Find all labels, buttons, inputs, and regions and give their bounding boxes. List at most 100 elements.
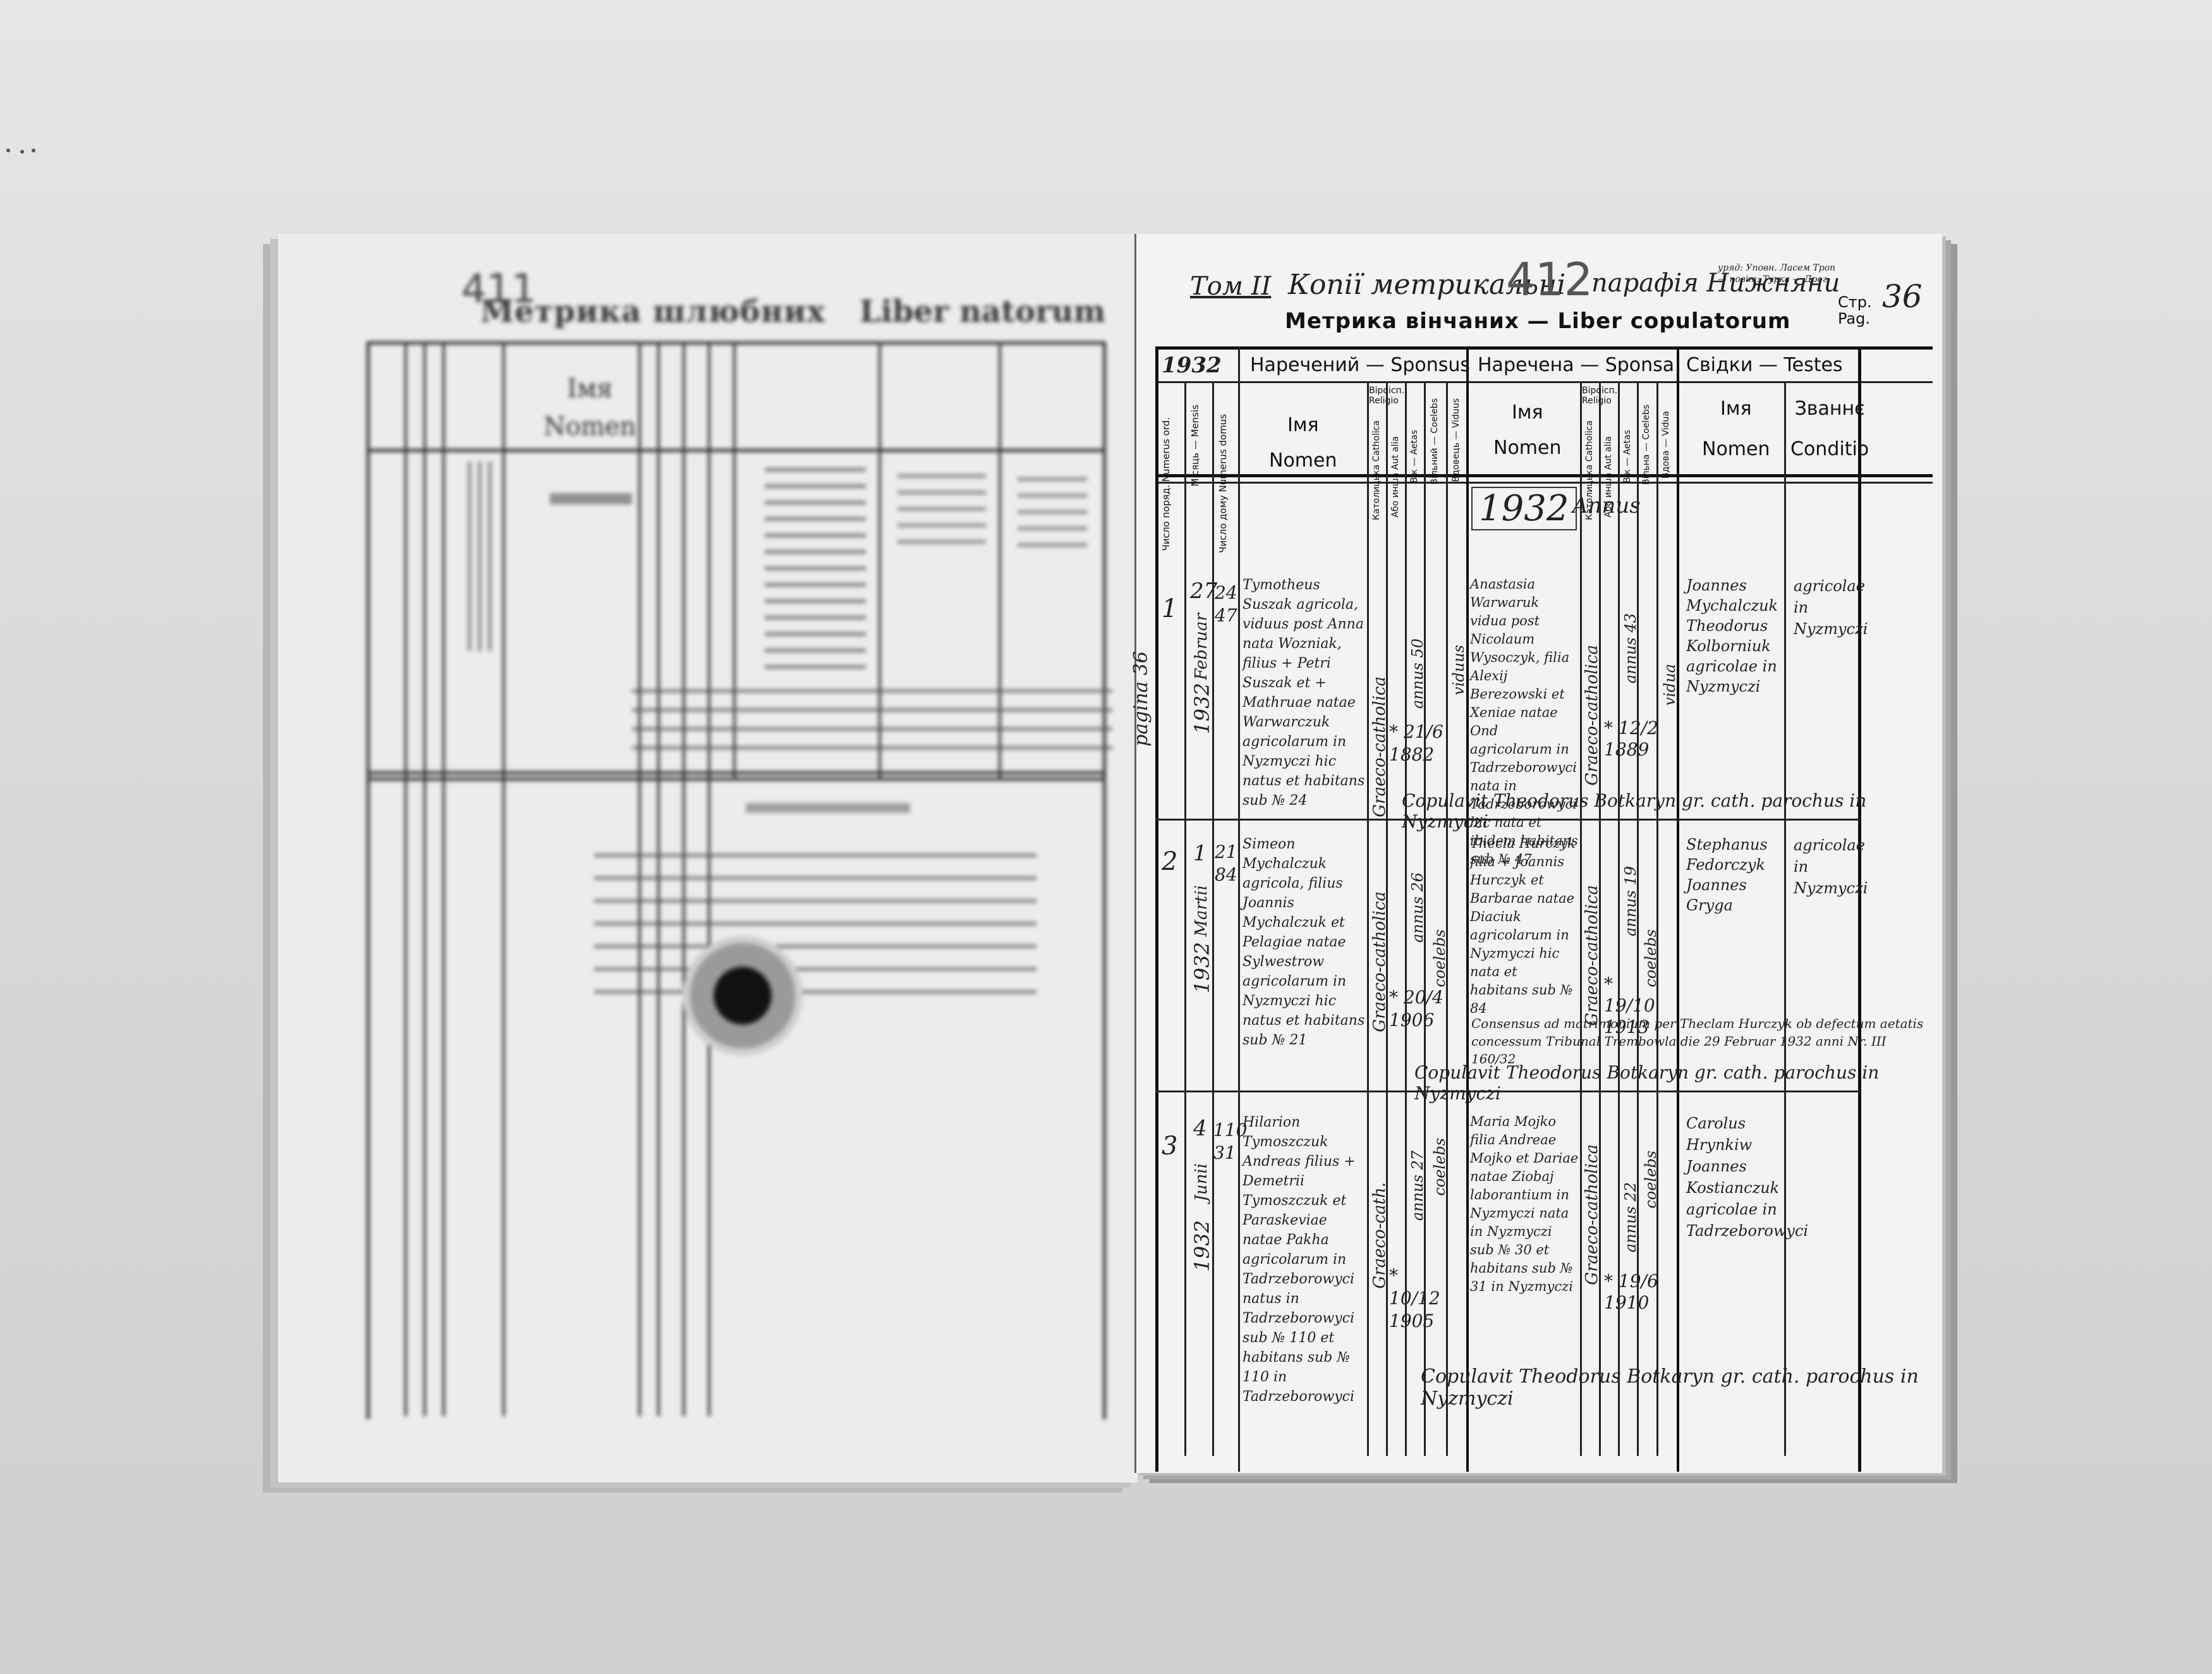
groom-status: coelebs	[1431, 929, 1449, 987]
bride-birthdate: * 19/10 1913	[1604, 974, 1655, 1037]
col-line	[1238, 346, 1240, 1472]
col-header-house: Число дому Numerus domus	[1217, 414, 1229, 553]
col-line	[1656, 381, 1658, 1456]
entry-month: Martii	[1192, 885, 1211, 937]
header-bottom-rule	[1155, 474, 1933, 477]
left-col-line	[878, 341, 881, 778]
col-line	[1446, 381, 1448, 1456]
witnesses-header: Свідки — Testes	[1686, 354, 1843, 376]
col-line-bride-witness	[1677, 346, 1679, 1472]
left-illegible-writing	[468, 461, 493, 651]
copy-note: Копії метрикальні	[1288, 269, 1566, 301]
entry-day: 1	[1193, 841, 1207, 866]
groom-status: viduus	[1450, 645, 1468, 695]
margin-note: pagina 36	[1130, 651, 1152, 747]
col-line-left	[1155, 346, 1158, 1472]
left-col-line	[733, 341, 736, 778]
bride-age: annus 22	[1622, 1182, 1639, 1253]
groom-birthdate: * 20/4 1906	[1389, 987, 1443, 1030]
groom-status: coelebs	[1431, 1138, 1449, 1196]
col-line	[1367, 381, 1369, 1456]
seal-stamp	[683, 936, 803, 1056]
pag-label: Pag.	[1838, 310, 1870, 327]
right-page: Том II Копії метрикальні 412 парафія Ниж…	[1130, 234, 1942, 1473]
left-illegible-writing	[550, 493, 632, 504]
groom-age: annus 27	[1409, 1151, 1426, 1221]
col-line	[1580, 381, 1582, 1456]
groom-religion: Graeco-catholica	[1370, 891, 1389, 1032]
left-col-line	[999, 341, 1001, 778]
entry-separator	[1155, 819, 1860, 821]
bride-description: Maria Mojko filia Andreae Mojko et Daria…	[1470, 1114, 1579, 1294]
bride-religion: Graeco-catholica	[1583, 885, 1601, 1026]
groom-widower-header: Вдовець — Viduus	[1451, 398, 1461, 482]
left-col-line	[442, 341, 445, 1416]
left-col-line	[502, 341, 505, 1416]
scanner-marks	[6, 149, 63, 156]
left-illegible-writing	[594, 853, 1036, 1005]
bride-description: Thecla Hurczyk filia + Joannis Hurczyk e…	[1470, 836, 1576, 1016]
entry-month: Junii	[1192, 1163, 1211, 1202]
left-col-line	[423, 341, 426, 1416]
witness-condition: agricolae in Nyzmyczi	[1794, 577, 1868, 638]
parish-note: парафія Нижняни	[1591, 269, 1840, 298]
col-line	[1386, 381, 1388, 1456]
groom-birthdate: * 10/12 1905	[1389, 1265, 1440, 1331]
groom-description: Simeon Mychalczuk agricola, filius Joann…	[1243, 836, 1365, 1048]
entry-note: Consensus ad matrimonium per Theclam Hur…	[1471, 1016, 1924, 1066]
bride-nomen: Nomen	[1493, 437, 1562, 459]
groom-religion: Graeco-catholica	[1370, 676, 1389, 817]
col-line	[1184, 381, 1186, 1456]
entry-year: 1932	[1190, 683, 1214, 735]
groom-age: annus 50	[1409, 638, 1426, 709]
left-page-number: 411	[461, 266, 537, 312]
col-line-groom-bride	[1466, 346, 1469, 1472]
left-page: 411 Метрика шлюбних Liber natorum Імя No…	[278, 234, 1138, 1482]
left-nomen-label: Nomen	[544, 412, 636, 441]
bride-religion: Graeco-catholica	[1583, 1144, 1601, 1285]
bride-imya: Імя	[1511, 401, 1543, 424]
page-number-stamp: 412	[1506, 253, 1593, 306]
volume-label: Том II	[1190, 272, 1272, 301]
groom-birthdate: * 21/6 1882	[1389, 721, 1443, 765]
col-line	[1212, 381, 1214, 1456]
groom-age-header: Вік — Aetas	[1409, 430, 1419, 484]
bride-header: Наречена — Sponsa	[1478, 354, 1675, 376]
left-col-line	[404, 341, 407, 1416]
page-labels: Стр. Pag.	[1838, 294, 1872, 327]
entry-year: 1932	[1190, 1220, 1214, 1272]
left-illegible-writing	[1018, 477, 1087, 553]
bride-birthdate: * 12/2 1889	[1604, 718, 1658, 760]
entry-house: 21 84	[1215, 841, 1237, 885]
entry-separator	[1155, 1091, 1860, 1092]
bride-name-heading: Імя Nomen	[1493, 395, 1562, 466]
witness-conditio: Conditio	[1790, 438, 1869, 460]
groom-other-header: Або инша Aut alia	[1390, 436, 1401, 518]
witness-imya: Імя	[1720, 398, 1752, 420]
witness-condition-heading: Званнє Conditio	[1790, 389, 1869, 470]
groom-header: Наречений — Sponsus	[1250, 354, 1471, 376]
header-rule-1	[1155, 381, 1933, 383]
register-title: Метрика вінчаних — Liber copulatorum	[1285, 309, 1791, 334]
bride-status: vidua	[1661, 664, 1679, 706]
copulavit-line: Copulavit Theodorus Botkaryn gr. cath. p…	[1414, 1062, 1880, 1104]
bride-religion: Graeco-catholica	[1583, 645, 1601, 786]
groom-relig-header: Віроісп. Religio	[1369, 386, 1405, 406]
groom-nomen: Nomen	[1269, 449, 1337, 472]
copulavit-line: Copulavit Theodorus Botkaryn gr. cath. p…	[1402, 790, 1867, 832]
groom-imya: Імя	[1287, 414, 1319, 436]
header-bottom-rule-2	[1155, 482, 1933, 484]
left-imya-heading: Імя Nomen	[544, 370, 636, 446]
bride-age-header: Вік — Aetas	[1622, 430, 1632, 484]
bride-relig-header: Віроісп. Religio	[1582, 386, 1618, 406]
str-label: Стр.	[1838, 293, 1872, 311]
left-page-table-frame	[367, 341, 1106, 1419]
witness-zvannie: Званнє	[1794, 398, 1865, 420]
witness-names: Carolus Hrynkiw Joannes Kostianczuk agri…	[1686, 1115, 1809, 1240]
entry-number: 1	[1162, 594, 1178, 623]
entry-day: 4	[1193, 1116, 1207, 1141]
witness-names: Joannes Mychalczuk Theodorus Kolborniuk …	[1686, 577, 1778, 695]
bride-description: Anastasia Warwaruk vidua post Nicolaum W…	[1470, 577, 1578, 867]
copulavit-line: Copulavit Theodorus Botkaryn gr. cath. p…	[1421, 1365, 1919, 1410]
groom-religion: Graeco-cath.	[1370, 1182, 1389, 1289]
